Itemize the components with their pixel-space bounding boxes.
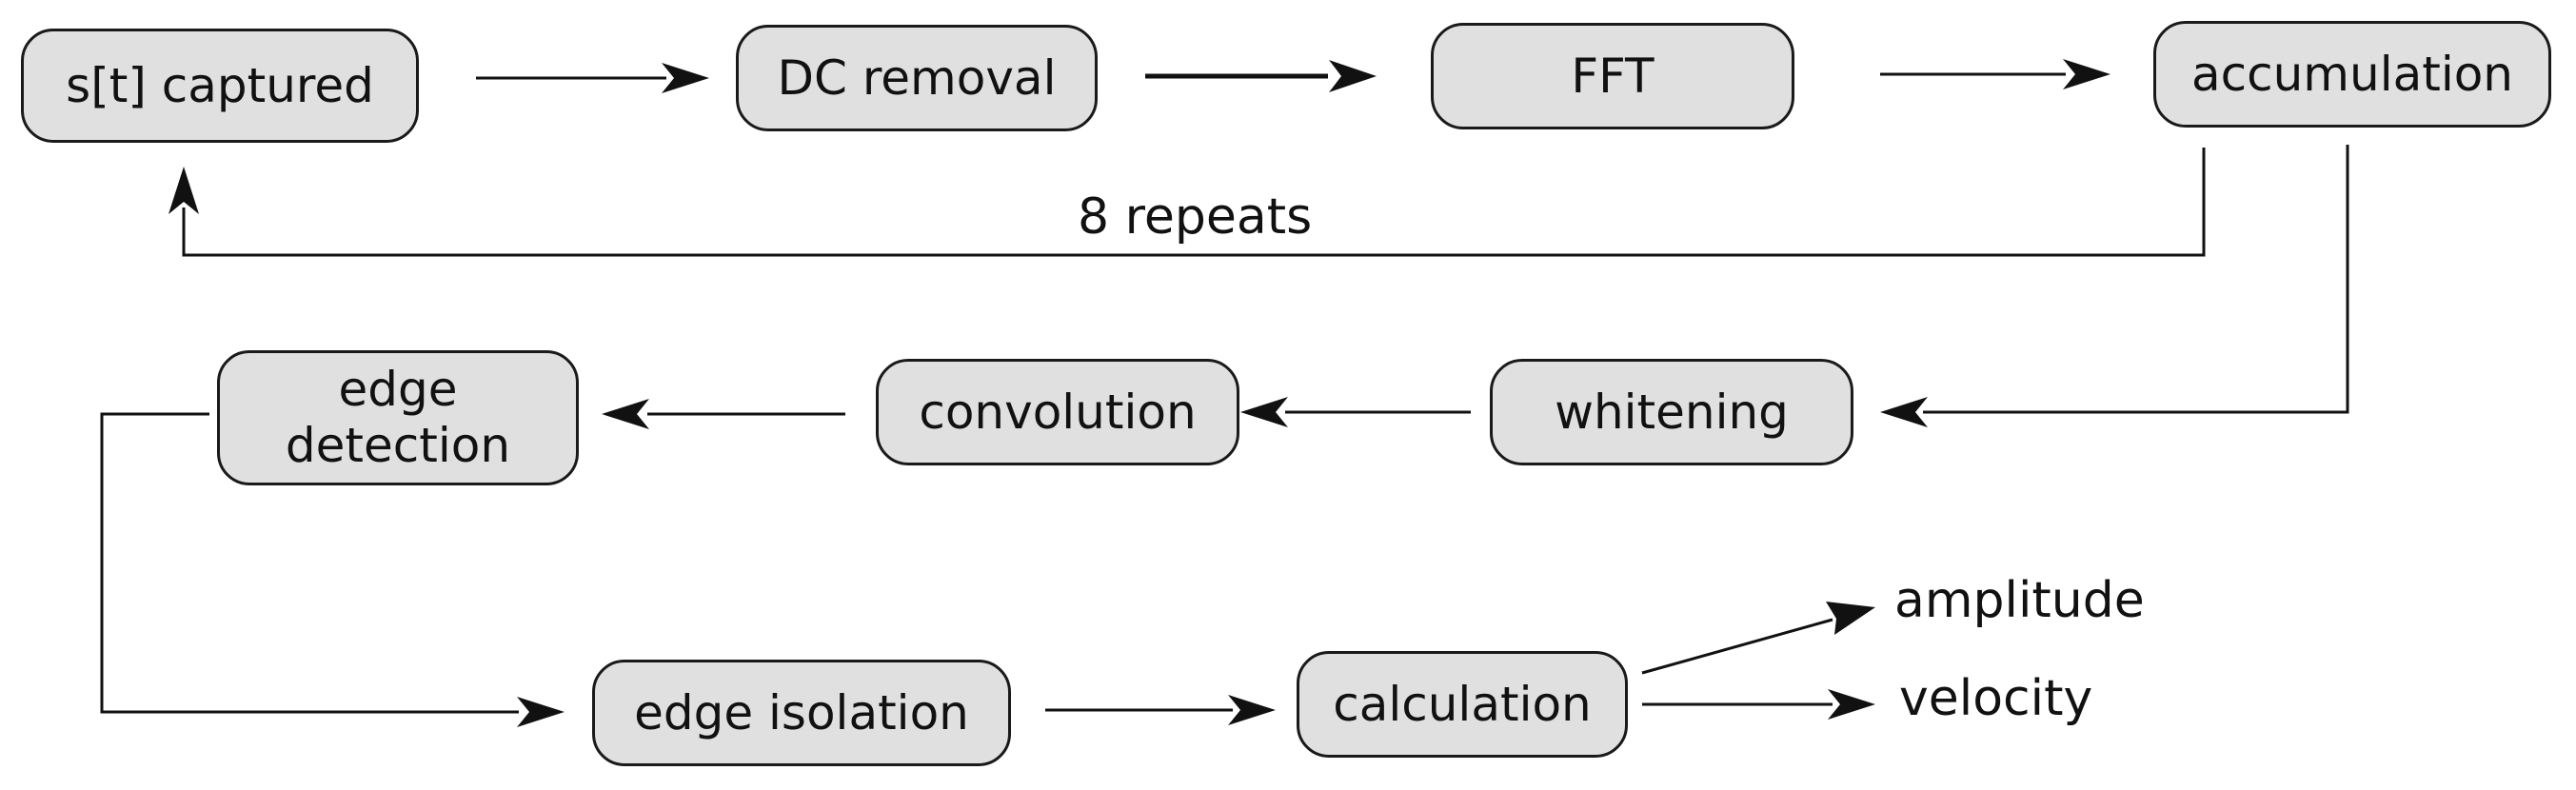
arrowhead	[1240, 397, 1288, 427]
arrowhead	[168, 167, 199, 214]
arrow-accumulation-to-whitening	[1923, 145, 2349, 414]
arrowhead	[1880, 397, 1928, 427]
output-amplitude: amplitude	[1894, 572, 2145, 629]
node-accumulation-label: accumulation	[2190, 46, 2513, 102]
arrowhead	[662, 63, 709, 93]
node-convolution-label: convolution	[919, 384, 1197, 440]
arrowhead	[1329, 60, 1377, 92]
arrow-calculation-to-amplitude	[1641, 618, 1833, 675]
arrow-loop-back	[182, 148, 2206, 257]
node-edge-isolation: edge isolation	[592, 660, 1011, 766]
node-captured: s[t] captured	[21, 29, 419, 143]
node-fft: FFT	[1431, 23, 1794, 129]
node-convolution: convolution	[876, 359, 1239, 465]
node-dc-removal-label: DC removal	[777, 49, 1057, 106]
output-velocity: velocity	[1899, 670, 2093, 727]
node-edge-detection: edge detection	[217, 350, 579, 485]
node-whitening-label: whitening	[1555, 384, 1789, 440]
node-edge-detection-line1: edge	[338, 362, 458, 417]
node-calculation: calculation	[1297, 651, 1628, 758]
loop-label: 8 repeats	[1078, 188, 1313, 246]
arrowhead	[2063, 59, 2110, 89]
node-accumulation: accumulation	[2153, 21, 2551, 128]
arrow-edge-detection-to-edge-isolation	[100, 412, 519, 714]
node-whitening: whitening	[1490, 359, 1853, 465]
arrowhead	[517, 697, 565, 727]
node-edge-detection-line2: detection	[285, 418, 511, 473]
node-dc-removal: DC removal	[736, 25, 1098, 131]
node-edge-isolation-label: edge isolation	[634, 684, 969, 741]
arrowhead	[1826, 602, 1875, 635]
arrowhead	[1228, 695, 1276, 725]
node-fft-label: FFT	[1571, 48, 1655, 104]
arrowhead	[602, 399, 649, 429]
node-captured-label: s[t] captured	[66, 57, 374, 113]
arrowhead	[1828, 689, 1875, 720]
node-edge-detection-text: edge detection	[286, 362, 510, 474]
node-calculation-label: calculation	[1333, 676, 1592, 732]
